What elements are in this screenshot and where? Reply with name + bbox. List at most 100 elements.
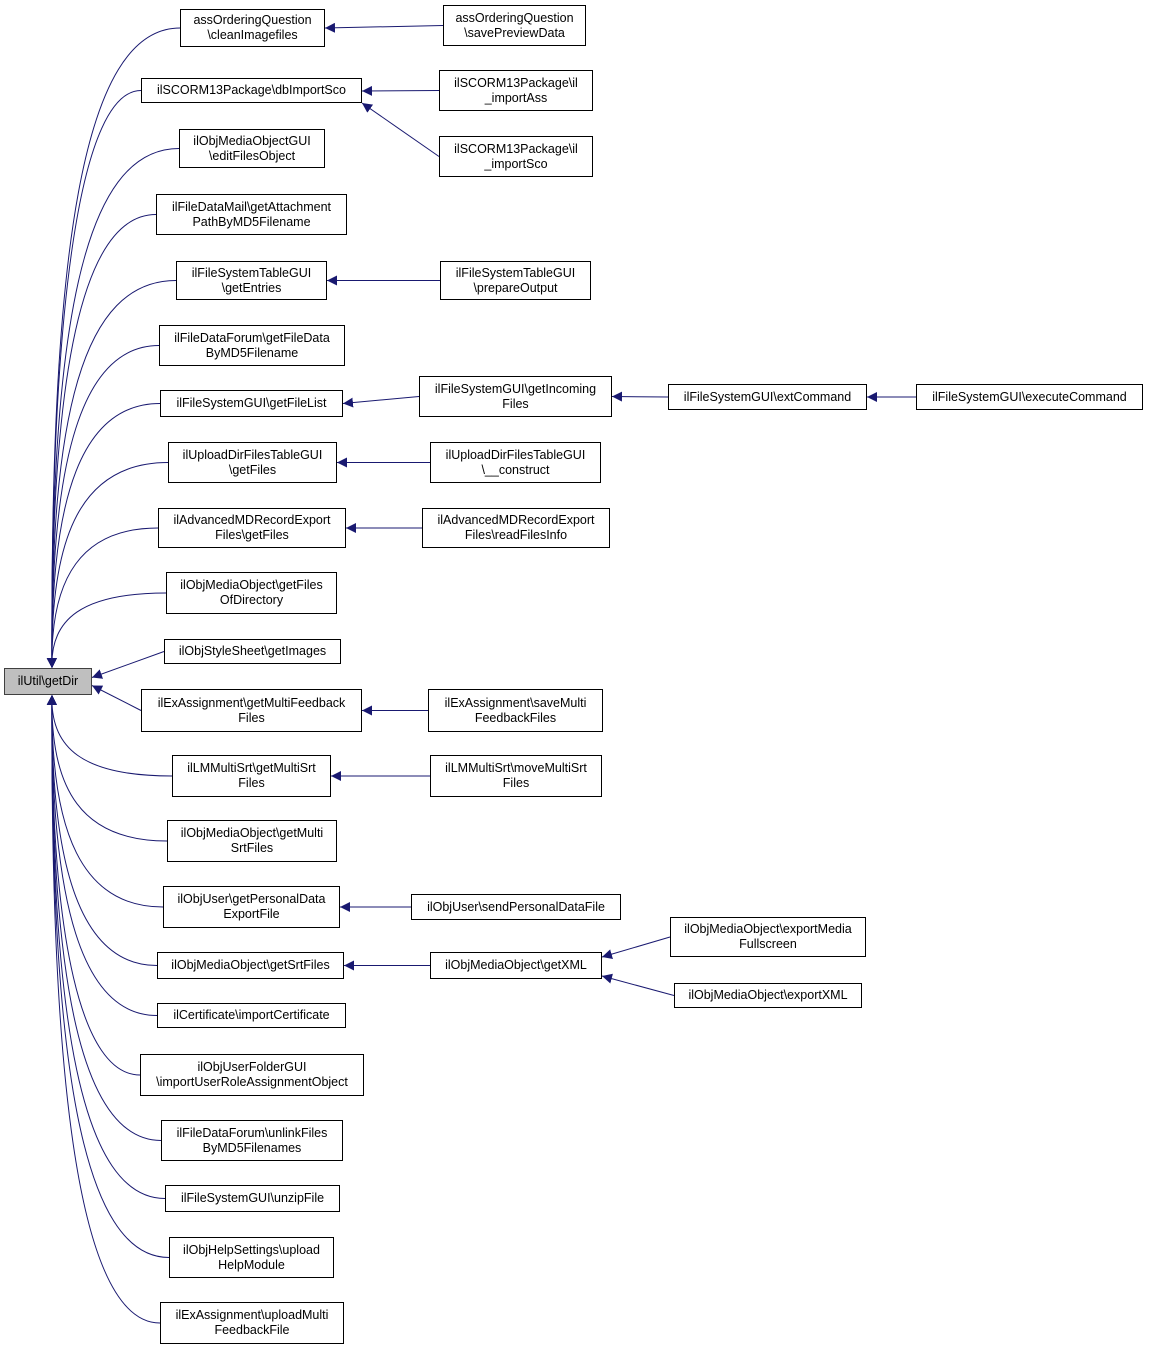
node-label: ilFileDataMail\getAttachment PathByMD5Fi… [171,199,332,229]
call-edge-n15-to-root [46,694,164,908]
function-node[interactable]: ilAdvancedMDRecordExport Files\readFiles… [422,508,610,548]
node-label: ilAdvancedMDRecordExport Files\readFiles… [437,513,595,542]
node-label: ilFileDataForum\unlinkFiles ByMD5Filenam… [176,1125,328,1155]
node-label: ilObjMediaObject\exportMedia Fullscreen [684,922,852,951]
function-node[interactable]: ilLMMultiSrt\moveMultiSrt Files [430,755,602,797]
call-edge-n5-to-root [46,280,177,669]
node-label: ilSCORM13Package\il _importSco [454,141,578,171]
call-edge-n11-to-root [91,651,165,679]
node-label: ilExAssignment\getMultiFeedback Files [157,695,346,725]
call-edge-n20-to-root [46,694,166,1199]
function-node[interactable]: ilObjUserFolderGUI \importUserRoleAssign… [140,1054,364,1096]
function-node[interactable]: ilFileSystemGUI\unzipFile [165,1185,340,1212]
function-node[interactable]: ilObjMediaObject\exportMedia Fullscreen [670,917,866,957]
call-edge-n21-to-root [46,694,170,1258]
function-node[interactable]: ilFileSystemGUI\getFileList [160,390,343,417]
node-label: ilFileSystemGUI\getFileList [176,396,327,410]
node-label: ilUploadDirFilesTableGUI \getFiles [182,447,323,477]
call-edge-m5-to-n7 [342,396,420,408]
call-edge-n22-to-root [46,694,161,1324]
node-label: ilObjMediaObject\getSrtFiles [171,958,330,972]
node-label: ilLMMultiSrt\moveMultiSrt Files [445,761,587,790]
node-label: ilObjUser\getPersonalData ExportFile [177,892,326,921]
call-edge-n9-to-root [46,527,159,669]
function-node[interactable]: ilObjMediaObject\getSrtFiles [157,952,344,979]
node-label: assOrderingQuestion \savePreviewData [455,10,574,40]
node-label: ilFileSystemGUI\unzipFile [180,1191,325,1205]
function-node[interactable]: ilObjHelpSettings\upload HelpModule [169,1237,334,1278]
node-label: ilObjMediaObject\getXML [445,958,587,972]
function-node[interactable]: ilObjMediaObjectGUI \editFilesObject [179,129,325,168]
node-label: ilObjMediaObject\getMulti SrtFiles [180,826,324,855]
call-edge-n18-to-root [46,694,141,1076]
call-edge-m2-to-n2 [361,85,440,96]
call-edge-m14-to-m13 [601,936,671,959]
function-node[interactable]: ilObjUser\getPersonalData ExportFile [163,886,340,928]
function-node[interactable]: ilExAssignment\uploadMulti FeedbackFile [160,1302,344,1344]
function-node[interactable]: ilObjMediaObject\exportXML [674,983,862,1008]
function-node[interactable]: ilFileSystemTableGUI \getEntries [176,261,327,300]
call-edge-m3-to-n2 [361,102,440,157]
function-node[interactable]: ilObjMediaObject\getMulti SrtFiles [167,820,337,862]
call-edge-n10-to-root [46,592,167,669]
function-node[interactable]: ilObjMediaObject\getXML [430,952,602,979]
node-label: ilExAssignment\saveMulti FeedbackFiles [444,695,587,725]
function-node[interactable]: ilFileSystemGUI\extCommand [668,384,867,410]
call-edge-n17-to-root [46,694,158,1016]
node-label: ilObjMediaObjectGUI \editFilesObject [193,133,311,163]
node-label: ilUtil\getDir [17,674,79,688]
node-label: assOrderingQuestion \cleanImagefiles [193,13,312,42]
node-label: ilFileDataForum\getFileData ByMD5Filenam… [174,330,330,360]
function-node[interactable]: ilObjStyleSheet\getImages [164,639,341,664]
node-label: ilUploadDirFilesTableGUI \__construct [445,447,586,477]
call-edge-m6-to-m5 [611,391,669,402]
function-node[interactable]: ilFileDataMail\getAttachment PathByMD5Fi… [156,194,347,235]
node-label: ilFileSystemGUI\extCommand [683,389,852,404]
function-node[interactable]: ilSCORM13Package\il _importAss [439,70,593,111]
function-node[interactable]: ilUploadDirFilesTableGUI \__construct [430,442,601,483]
function-node[interactable]: ilLMMultiSrt\getMultiSrt Files [172,755,331,797]
function-node[interactable]: ilAdvancedMDRecordExport Files\getFiles [158,508,346,548]
call-edge-n4-to-root [46,214,157,669]
call-edge-n8-to-root [46,462,169,669]
function-node[interactable]: ilObjMediaObject\getFiles OfDirectory [166,572,337,614]
call-edge-n2-to-root [46,90,142,669]
function-node[interactable]: ilFileSystemTableGUI \prepareOutput [440,261,591,300]
function-node[interactable]: ilObjUser\sendPersonalDataFile [411,894,621,920]
node-label: ilLMMultiSrt\getMultiSrt Files [187,761,316,790]
node-label: ilObjUser\sendPersonalDataFile [427,899,605,914]
function-node[interactable]: ilUploadDirFilesTableGUI \getFiles [168,442,337,483]
node-label: ilFileSystemGUI\executeCommand [932,389,1127,404]
node-label: ilAdvancedMDRecordExport Files\getFiles [173,513,331,542]
node-label: ilCertificate\importCertificate [173,1008,330,1022]
function-node[interactable]: ilSCORM13Package\dbImportSco [141,78,362,103]
call-edge-n7-to-root [46,403,161,669]
call-edge-n6-to-root [46,345,160,669]
function-node[interactable]: ilFileSystemGUI\getIncoming Files [419,376,612,417]
function-node[interactable]: ilFileDataForum\getFileData ByMD5Filenam… [159,325,345,366]
function-node[interactable]: assOrderingQuestion \savePreviewData [443,5,586,46]
call-edge-m1-to-n1 [324,22,444,33]
call-edge-n14-to-root [46,694,168,842]
node-label: ilFileSystemTableGUI \getEntries [191,265,312,295]
call-edge-n13-to-root [46,694,173,777]
node-label: ilFileSystemTableGUI \prepareOutput [455,265,576,295]
function-node[interactable]: ilCertificate\importCertificate [157,1003,346,1028]
node-label: ilSCORM13Package\dbImportSco [157,83,346,97]
function-node[interactable]: assOrderingQuestion \cleanImagefiles [180,9,325,47]
node-label: ilFileSystemGUI\getIncoming Files [434,381,597,411]
function-node[interactable]: ilFileDataForum\unlinkFiles ByMD5Filenam… [161,1120,343,1161]
function-node[interactable]: ilFileSystemGUI\executeCommand [916,384,1143,410]
node-label: ilObjMediaObject\exportXML [688,988,848,1002]
function-node[interactable]: ilExAssignment\saveMulti FeedbackFiles [428,689,603,732]
function-node[interactable]: ilSCORM13Package\il _importSco [439,136,593,177]
node-label: ilObjHelpSettings\upload HelpModule [183,1242,320,1272]
root-node[interactable]: ilUtil\getDir [4,668,92,695]
function-node[interactable]: ilExAssignment\getMultiFeedback Files [141,689,362,732]
call-edge-n12-to-root [91,685,142,711]
node-label: ilObjUserFolderGUI \importUserRoleAssign… [156,1060,348,1089]
node-label: ilObjMediaObject\getFiles OfDirectory [180,578,323,607]
node-label: ilSCORM13Package\il _importAss [454,75,578,105]
node-label: ilExAssignment\uploadMulti FeedbackFile [175,1308,329,1337]
call-edge-m15-to-m13 [601,973,675,996]
